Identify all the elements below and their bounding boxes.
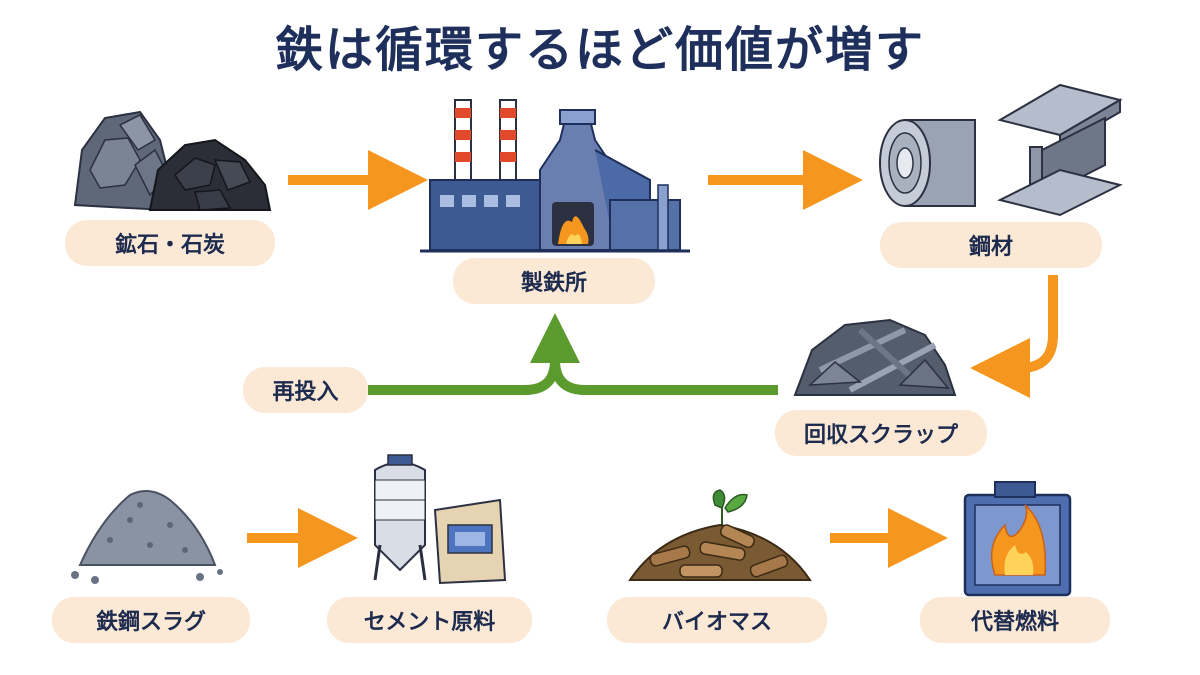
- arrow-reinput-to-steelworks: [368, 359, 560, 395]
- diagram-title: 鉄は循環するほど価値が増す: [274, 22, 925, 78]
- node-scrap: 回収スクラップ: [775, 410, 987, 456]
- biomass-pellets-icon: [628, 489, 812, 581]
- node-steel: 鋼材: [880, 222, 1102, 268]
- node-fuel: 代替燃料: [920, 597, 1110, 643]
- fuel-tank-flame-icon: [963, 481, 1072, 597]
- arrow-steel-to-scrap: [970, 275, 1058, 398]
- steel-coil-beam-icon: [879, 83, 1123, 217]
- node-biomass: バイオマス: [607, 597, 827, 643]
- slag-pile-icon: [71, 490, 223, 584]
- node-ore-coal: 鉱石・石炭: [65, 220, 275, 266]
- ore-coal-pile-icon: [73, 110, 272, 212]
- steelworks-icon: [420, 99, 690, 253]
- node-slag: 鉄鋼スラグ: [52, 597, 250, 643]
- node-steelworks: 製鉄所: [453, 258, 655, 304]
- node-cement: セメント原料: [327, 597, 532, 643]
- scrap-pile-icon: [793, 318, 957, 396]
- arrow-scrap-to-steelworks: [530, 313, 778, 395]
- node-reinput: 再投入: [243, 367, 368, 413]
- cement-silo-bag-icon: [373, 454, 507, 585]
